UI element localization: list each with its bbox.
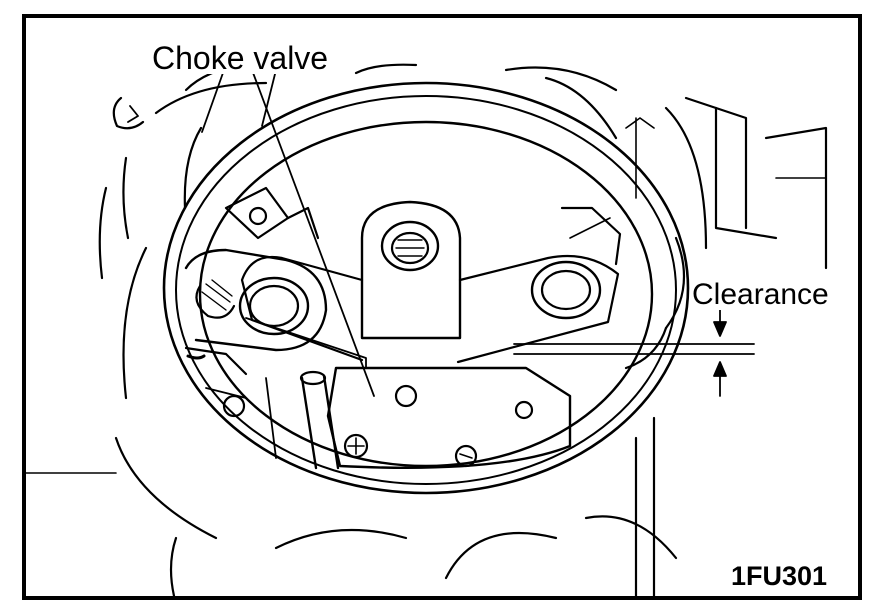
carburetor-illustration: [26, 62, 828, 596]
bore-rings: [162, 81, 690, 495]
center-boss: [240, 200, 620, 369]
clearance-dimension: [513, 309, 755, 397]
choke-leader-lines: [201, 69, 375, 397]
choke-valve-label: Choke valve: [150, 40, 331, 76]
diagram-frame: Choke valve Clearance 1FU301: [22, 14, 862, 600]
background-parts: [26, 62, 828, 596]
left-linkage: [184, 186, 328, 418]
choke-shaft: [265, 370, 340, 470]
choke-valve-plate: [326, 366, 572, 469]
figure-id-label: 1FU301: [728, 563, 831, 590]
clearance-label: Clearance: [690, 278, 831, 311]
right-lug: [530, 206, 622, 320]
